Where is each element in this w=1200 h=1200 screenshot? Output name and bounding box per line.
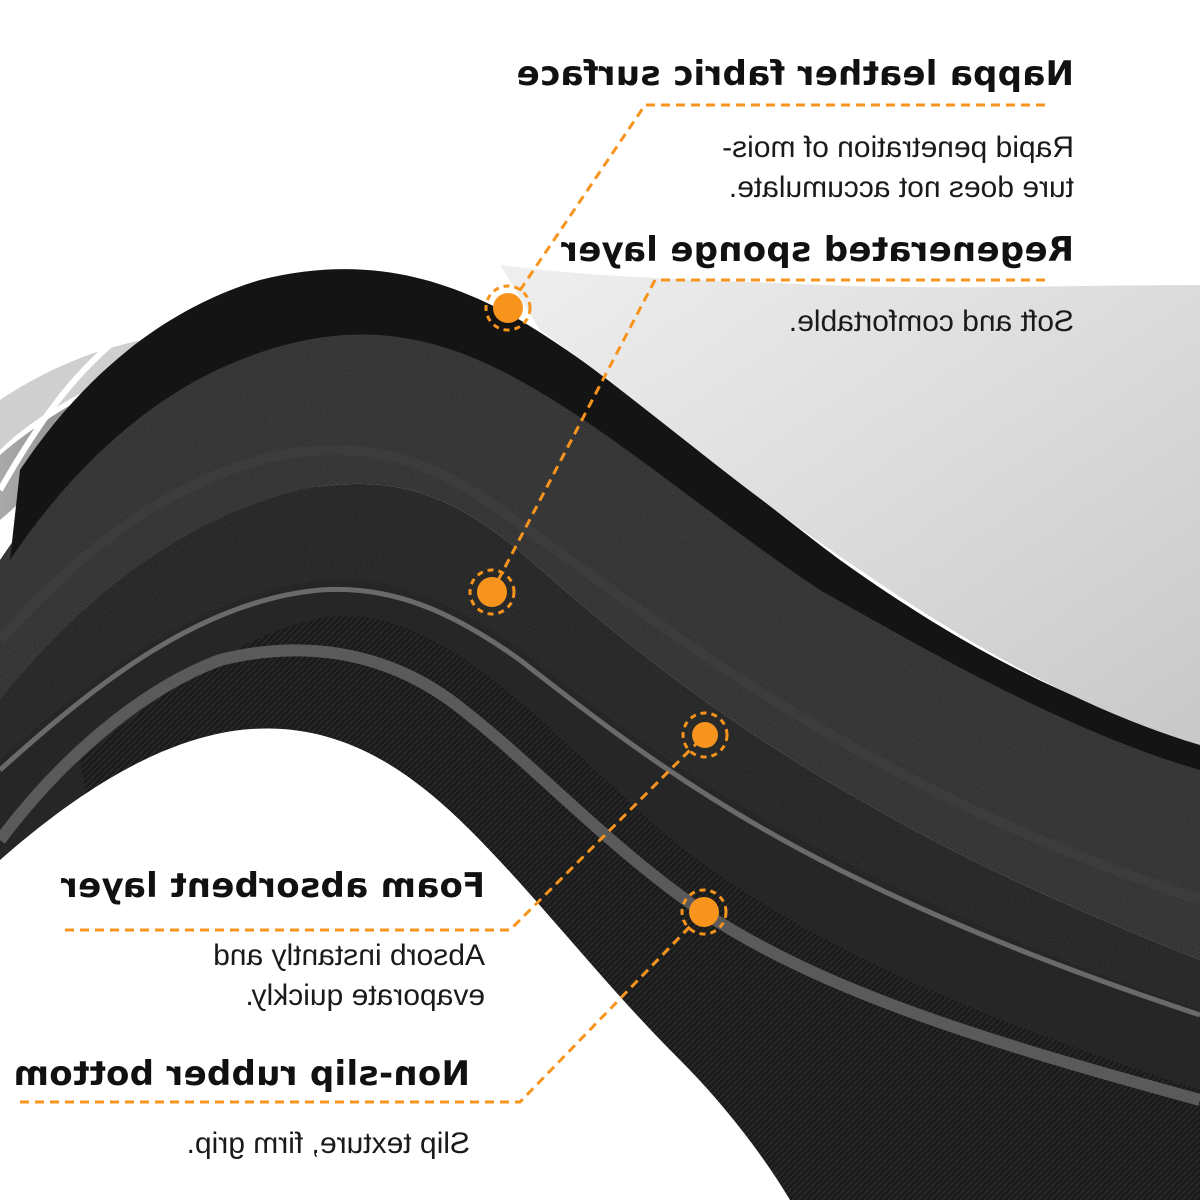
marker-foam bbox=[681, 711, 729, 759]
callout-sponge-desc: Soft and comfortable. bbox=[788, 305, 1074, 338]
marker-fabric bbox=[484, 284, 532, 332]
foam-rubber-rim bbox=[0, 586, 1200, 1018]
callout-fabric-desc-line1: Rapid penetration of mois- bbox=[722, 131, 1074, 164]
rubber-edge-strip bbox=[0, 644, 1200, 1106]
leader-line-sponge bbox=[490, 278, 1045, 593]
callout-rubber-desc: Slip texture, firm grip. bbox=[186, 1127, 470, 1160]
leader-lines bbox=[20, 103, 1045, 1104]
sponge-foam-rim bbox=[0, 445, 1200, 905]
foam-texture bbox=[0, 483, 1200, 1010]
leader-line-fabric bbox=[506, 103, 1045, 309]
callout-fabric-title: Nappa leather fabric surface bbox=[516, 54, 1074, 94]
callout-foam-desc-line2: evaporate quickly. bbox=[245, 979, 485, 1012]
white-lower-area bbox=[0, 728, 790, 1200]
sponge-texture bbox=[0, 324, 1200, 960]
callout-fabric-desc-line2: ture does not accumulate. bbox=[728, 171, 1074, 204]
callout-foam-desc-line1: Absorb instantly and bbox=[213, 939, 485, 972]
fabric-highlight bbox=[0, 342, 112, 492]
leader-line-rubber bbox=[20, 910, 706, 1104]
marker-sponge bbox=[468, 568, 516, 616]
callout-foam-title: Foam absorbent layer bbox=[60, 866, 485, 906]
marker-rubber bbox=[680, 888, 728, 936]
callout-sponge-title: Regenerated sponge layer bbox=[560, 230, 1074, 270]
callout-rubber-title: Non-slip rubber bottom bbox=[13, 1054, 470, 1094]
fabric-texture bbox=[500, 265, 1200, 745]
fabric-dark-edge bbox=[10, 269, 1200, 770]
